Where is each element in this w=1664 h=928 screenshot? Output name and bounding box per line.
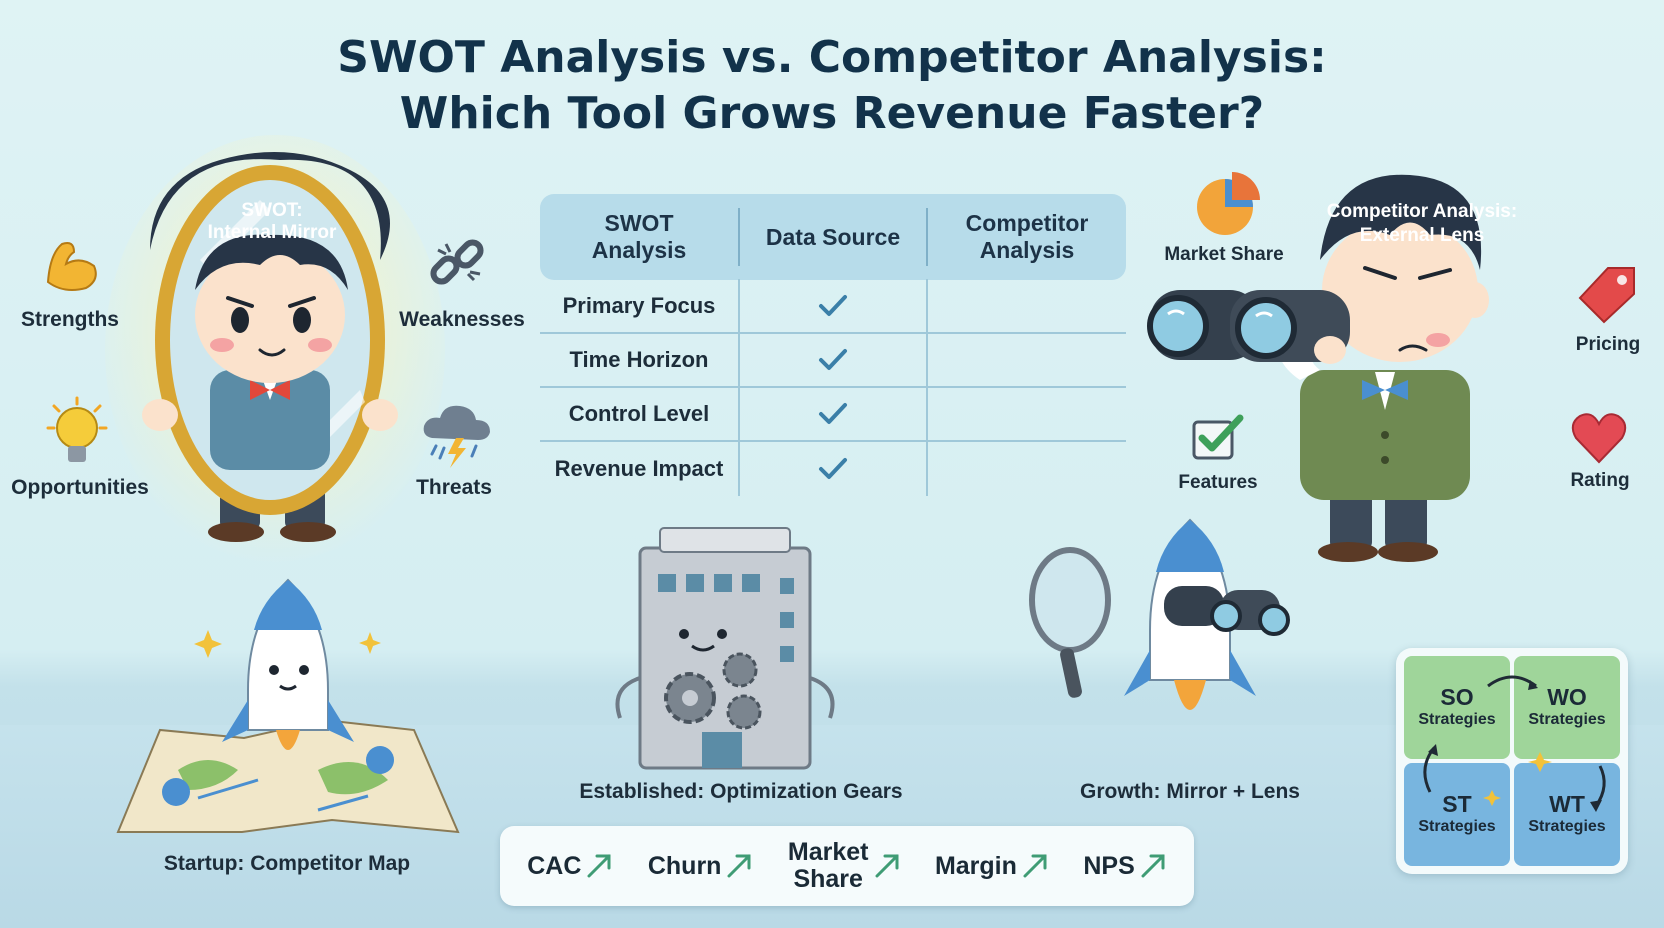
price-tag-icon [1578,267,1635,324]
table-row: Primary Focus [540,279,1126,334]
st-word: Strategies [1418,818,1496,835]
mirror-label-line-1: SWOT: [241,200,303,221]
trend-up-arrow-icon [587,854,611,878]
swot-mirror-illustration [105,135,445,565]
pricing-label: Pricing [1575,334,1641,355]
row-label: Revenue Impact [554,456,724,481]
rating-label: Rating [1570,470,1630,491]
gear-icon [726,694,762,730]
row-label: Control Level [568,401,710,426]
checkmark-icon [819,295,847,316]
established-caption: Established: Optimization Gears [579,780,903,803]
metrics-bar: CAC Churn Market Share Margin NPS [500,826,1194,906]
metric-cac: CAC [527,852,613,880]
row-label: Time Horizon [569,347,709,372]
storm-cloud-icon [423,405,490,468]
metric-label: Margin [934,851,1017,880]
metric-nps: NPS [1083,852,1166,880]
mirror-label-line-2: Internal Mirror [207,222,337,243]
title-line-2: Which Tool Grows Revenue Faster? [399,88,1265,139]
startup-rocket-map-illustration [116,578,460,834]
broken-chain-icon [430,239,484,285]
header-data-source: Data Source [738,208,928,266]
growth-caption: Growth: Mirror + Lens [1080,780,1300,803]
market-share-label: Market Share [1164,244,1284,265]
heart-icon [1571,413,1627,464]
wo-code: WO [1547,684,1587,710]
weaknesses-label: Weaknesses [399,308,525,331]
st-strategies-cell: ST Strategies [1404,763,1510,866]
sparkle-icon [194,630,222,658]
header-swot-analysis: SWOT Analysis [540,210,738,264]
row-check-cell [738,333,928,387]
table-header: SWOT Analysis Data Source Competitor Ana… [540,194,1126,280]
trend-up-arrow-icon [727,854,751,878]
checkmark-icon [819,403,847,424]
metric-label: CAC [527,851,582,880]
row-label: Primary Focus [562,293,716,318]
checkmark-icon [819,349,847,370]
so-word: Strategies [1418,711,1496,728]
trend-up-arrow-icon [1141,854,1165,878]
title-line-1: SWOT Analysis vs. Competitor Analysis: [337,32,1327,83]
swot-grid-inner: SO Strategies WO Strategies ST Strategie… [1404,656,1620,866]
header-competitor-line-2: Analysis [979,237,1075,263]
metric-label: Market Share [788,839,869,893]
wt-word: Strategies [1528,818,1606,835]
metric-label-line-1: Market [787,838,869,866]
row-check-cell [738,442,928,496]
wo-strategies-cell: WO Strategies [1514,656,1620,759]
row-check-cell [738,279,928,333]
growth-rocket-illustration [1029,518,1290,710]
metric-label: NPS [1083,851,1135,880]
established-building-illustration [615,527,835,770]
wt-strategies-cell: WT Strategies [1514,763,1620,866]
wo-word: Strategies [1528,711,1606,728]
startup-caption: Startup: Competitor Map [163,852,411,875]
wt-code: WT [1549,791,1585,817]
header-swot-line-2: Analysis [591,237,687,263]
competitor-binoculars-illustration [1147,174,1489,562]
competitor-lens-label: Competitor Analysis: External Lens [1302,200,1542,248]
swot-strategies-grid: SO Strategies WO Strategies ST Strategie… [1396,648,1628,874]
metric-label-line-2: Share [793,865,863,893]
binoculars-icon [1164,586,1290,636]
flexed-arm-icon [46,242,97,291]
metric-label: Churn [647,851,722,880]
so-code: SO [1440,684,1474,710]
gear-icon [722,652,758,688]
header-competitor-analysis: Competitor Analysis [928,210,1126,264]
mirror-label: SWOT: Internal Mirror [178,200,366,244]
table-row: Control Level [540,387,1126,442]
cycle-arrow-icon [1423,675,1606,812]
trend-up-arrow-icon [1023,854,1047,878]
table-row: Revenue Impact [540,442,1126,496]
features-label: Features [1178,472,1258,493]
st-code: ST [1442,791,1472,817]
checkmark-icon [819,458,847,479]
metric-churn: Churn [648,852,754,880]
sparkle-icon [359,632,381,654]
so-strategies-cell: SO Strategies [1404,656,1510,759]
opportunities-label: Opportunities [11,476,149,499]
checkbox-icon [1192,414,1244,460]
page-title: SWOT Analysis vs. Competitor Analysis: W… [0,30,1664,142]
threats-label: Threats [416,476,492,499]
table-row: Time Horizon [540,333,1126,388]
metric-margin: Margin [935,852,1049,880]
pie-chart-icon [1197,172,1260,235]
metric-market-share: Market Share [788,839,901,893]
lightbulb-icon [46,396,108,462]
magnifier-icon [1029,547,1111,653]
competitor-label-line-2: External Lens [1359,225,1485,246]
comparison-table: SWOT Analysis Data Source Competitor Ana… [540,194,1126,496]
header-competitor-line-1: Competitor [965,210,1089,236]
header-swot-line-1: SWOT [604,210,674,236]
trend-up-arrow-icon [875,854,898,878]
strengths-label: Strengths [20,308,119,331]
row-check-cell [738,387,928,441]
competitor-label-line-1: Competitor Analysis: [1326,201,1518,222]
